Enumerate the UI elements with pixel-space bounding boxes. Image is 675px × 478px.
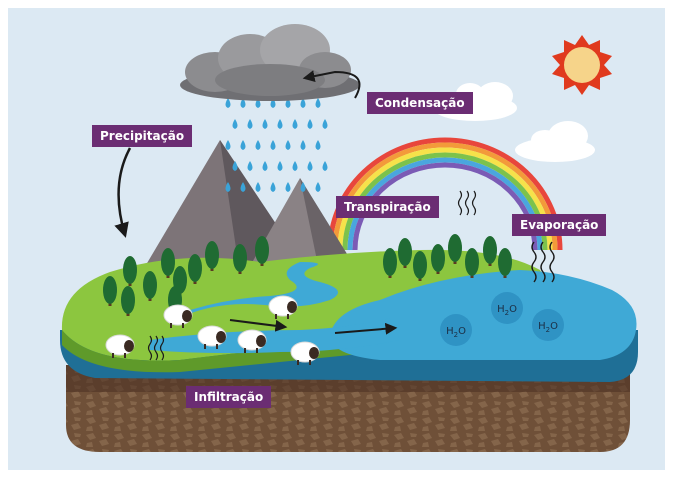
rain-drop	[255, 182, 261, 192]
rain-drop	[315, 98, 321, 108]
rain-drop	[240, 98, 246, 108]
wavy-arrows-icon	[457, 190, 477, 216]
rain-drop	[322, 119, 328, 129]
rain-drop	[292, 161, 298, 171]
rain-drop	[285, 140, 291, 150]
rain-drop	[315, 182, 321, 192]
mountain-icon	[140, 140, 360, 275]
tree-icon	[498, 248, 512, 278]
water-molecule-bubble: H2O	[491, 292, 523, 324]
sheep-icon	[268, 295, 298, 319]
tree-icon	[431, 244, 445, 274]
tree-icon	[398, 238, 412, 268]
rain-drop	[240, 182, 246, 192]
tree-icon	[188, 254, 202, 284]
svg-text:H2O: H2O	[497, 304, 517, 317]
curved-arrow-icon	[302, 70, 361, 99]
rain-drop	[277, 161, 283, 171]
rain-drop	[315, 140, 321, 150]
tree-icon	[465, 248, 479, 278]
sun-icon	[552, 35, 612, 95]
rain-drop	[285, 182, 291, 192]
rain-drop	[255, 140, 261, 150]
cloud-icon	[515, 121, 595, 162]
svg-text:H2O: H2O	[538, 321, 558, 334]
rain-drop	[240, 140, 246, 150]
curved-arrow-icon	[114, 147, 132, 238]
tree-icon	[483, 236, 497, 266]
rain-drop	[270, 182, 276, 192]
tree-icon	[233, 244, 247, 274]
label-precipitacao: Precipitação	[92, 125, 193, 147]
rain-drop	[307, 161, 313, 171]
rain-drop	[277, 119, 283, 129]
rain-drop	[307, 119, 313, 129]
label-condensacao: Condensação	[367, 92, 473, 114]
rain-drop	[322, 161, 328, 171]
sheep-icon	[197, 325, 227, 349]
svg-text:H2O: H2O	[446, 326, 466, 339]
sheep-icon	[163, 304, 193, 328]
rain-drop	[225, 140, 231, 150]
tree-icon	[103, 276, 117, 306]
rain-drop	[300, 140, 306, 150]
water-molecule-bubble: H2O	[532, 309, 564, 341]
rain-drop	[247, 119, 253, 129]
label-transpiracao: Transpiração	[336, 196, 439, 218]
flow-arrow-icon	[229, 319, 288, 332]
tree-icon	[143, 271, 157, 301]
label-evaporacao: Evaporação	[512, 214, 607, 236]
tree-icon	[205, 241, 219, 271]
tree-icon	[448, 234, 462, 264]
sheep-icon	[105, 334, 135, 358]
tree-icon	[383, 248, 397, 278]
rain-drop	[225, 98, 231, 108]
rain-drop	[292, 119, 298, 129]
wavy-arrows-icon	[531, 241, 555, 283]
water-molecule-bubble: H2O	[440, 314, 472, 346]
rain-drop	[300, 98, 306, 108]
tree-icon	[255, 236, 269, 266]
flow-arrow-icon	[334, 322, 398, 335]
wavy-arrows-icon	[147, 335, 165, 361]
rain-drop	[300, 182, 306, 192]
rain-drop	[270, 140, 276, 150]
tree-icon	[413, 251, 427, 281]
label-infiltracao: Infiltração	[186, 386, 272, 408]
grass-edge	[62, 330, 380, 373]
rain-drop	[247, 161, 253, 171]
sheep-group	[105, 295, 320, 365]
rain-drop	[225, 182, 231, 192]
rain-drop	[232, 161, 238, 171]
rain-drop	[232, 119, 238, 129]
rain-drop	[262, 161, 268, 171]
sheep-icon	[290, 341, 320, 365]
rain-drop	[262, 119, 268, 129]
tree-icon	[121, 286, 135, 316]
lake	[330, 270, 637, 360]
sheep-icon	[237, 329, 267, 353]
tree-group	[103, 234, 512, 316]
tree-icon	[161, 248, 175, 278]
tree-icon	[123, 256, 137, 286]
